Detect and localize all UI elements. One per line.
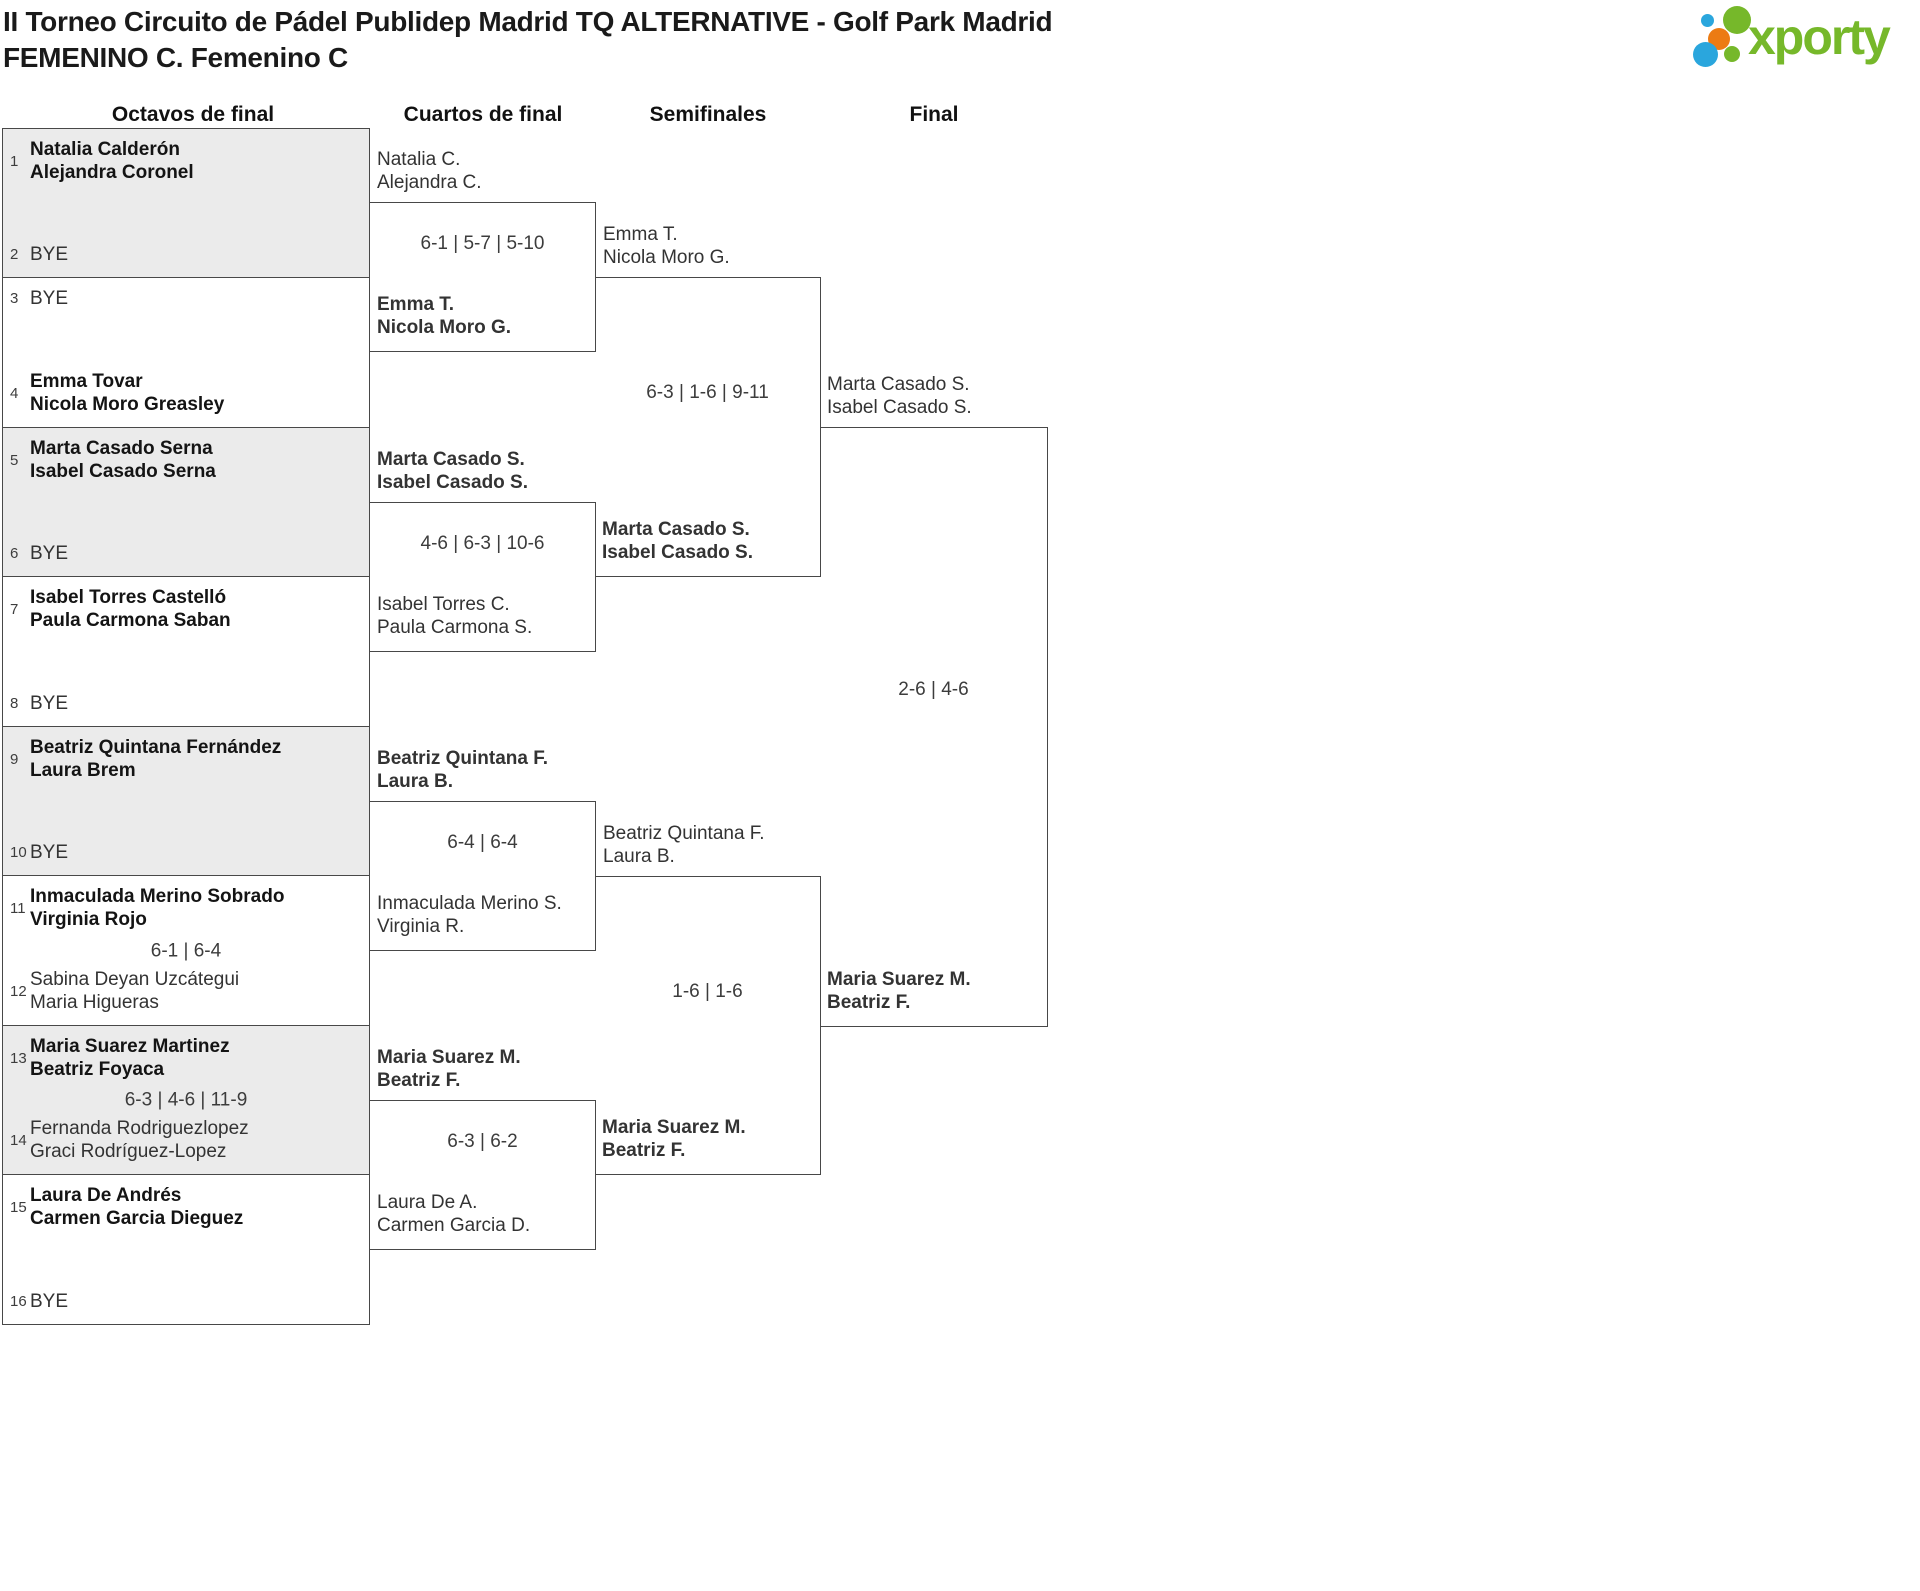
qf1-bottom-team-label: Emma T.Nicola Moro G.: [377, 294, 512, 338]
page-title: II Torneo Circuito de Pádel Publidep Mad…: [3, 4, 1053, 76]
team-names: BYE: [30, 842, 69, 863]
seed-number: 16: [10, 1293, 27, 1310]
qf3-bottom-team-label: Inmaculada Merino S.Virginia R.: [377, 893, 562, 937]
seed-number: 2: [10, 246, 19, 263]
qf4-top-team-label: Maria Suarez M.Beatriz F.: [377, 1047, 521, 1091]
r16-slot-3: 3 BYE: [10, 287, 364, 310]
team-names: BYE: [30, 244, 69, 265]
r16-slot-16: 16 BYE: [10, 1290, 364, 1313]
match-score: 2-6 | 4-6: [898, 679, 969, 700]
team-names: BYE: [30, 693, 69, 714]
qf2-bottom-team-label: Isabel Torres C.Paula Carmona S.: [377, 594, 533, 638]
qf1-top-team-label: Natalia C.Alejandra C.: [377, 149, 482, 193]
sf1-bottom-team-label: Marta Casado S.Isabel Casado S.: [602, 519, 754, 563]
round-header-semifinales: Semifinales: [649, 103, 767, 126]
seed-number: 11: [10, 899, 26, 917]
logo-dot-green-small-icon: [1724, 46, 1740, 62]
round-header-cuartos: Cuartos de final: [403, 103, 563, 126]
match-score: 6-3 | 1-6 | 9-11: [646, 382, 769, 403]
match-score: 4-6 | 6-3 | 10-6: [420, 533, 545, 554]
team-names: BYE: [30, 288, 69, 309]
seed-number: 8: [10, 695, 19, 712]
r16-slot-2: 2 BYE: [10, 243, 364, 266]
match-score: 6-3 | 6-2: [447, 1131, 518, 1152]
qf-match-2[interactable]: 4-6 | 6-3 | 10-6 Isabel Torres C.Paula C…: [369, 502, 596, 652]
logo-dot-green-large-icon: [1723, 6, 1751, 34]
qf-match-1[interactable]: 6-1 | 5-7 | 5-10 Emma T.Nicola Moro G.: [369, 202, 596, 352]
qf4-bottom-team-label: Laura De A.Carmen Garcia D.: [377, 1192, 531, 1236]
seed-number: 14: [10, 1131, 27, 1149]
logo-wordmark: xporty: [1748, 9, 1891, 65]
sf1-top-team-label: Emma T.Nicola Moro G.: [603, 224, 730, 268]
seed-number: 15: [10, 1198, 27, 1216]
seed-number: 10: [10, 844, 27, 861]
match-score: 6-4 | 6-4: [447, 832, 518, 853]
sf2-top-team-label: Beatriz Quintana F.Laura B.: [603, 823, 765, 867]
seed-number: 13: [10, 1049, 27, 1067]
seed-number: 12: [10, 982, 27, 1000]
r16-slot-6: 6 BYE: [10, 542, 364, 565]
round-header-final: Final: [909, 103, 959, 126]
seed-number: 1: [10, 152, 19, 170]
category-name: FEMENINO C. Femenino C: [3, 42, 348, 73]
team-names: BYE: [30, 1291, 69, 1312]
logo-dot-blue-large-icon: [1693, 42, 1718, 67]
sf2-bottom-team-label: Maria Suarez M.Beatriz F.: [602, 1117, 746, 1161]
match-score: 6-1 | 5-7 | 5-10: [420, 233, 545, 254]
seed-number: 5: [10, 451, 19, 469]
sf-match-2[interactable]: 1-6 | 1-6 Maria Suarez M.Beatriz F.: [595, 876, 821, 1175]
qf-match-4[interactable]: 6-3 | 6-2 Laura De A.Carmen Garcia D.: [369, 1100, 596, 1250]
sf-match-1[interactable]: 6-3 | 1-6 | 9-11 Marta Casado S.Isabel C…: [595, 277, 821, 577]
r16-slot-10: 10 BYE: [10, 841, 364, 864]
final-top-team-label: Marta Casado S.Isabel Casado S.: [827, 374, 972, 418]
qf2-top-team-label: Marta Casado S.Isabel Casado S.: [377, 449, 529, 493]
team-names: BYE: [30, 543, 69, 564]
match-score: 1-6 | 1-6: [672, 981, 743, 1002]
r16-slot-8: 8 BYE: [10, 692, 364, 715]
seed-number: 7: [10, 600, 19, 618]
qf3-top-team-label: Beatriz Quintana F.Laura B.: [377, 748, 549, 792]
tournament-name: II Torneo Circuito de Pádel Publidep Mad…: [3, 6, 1053, 37]
logo-dot-blue-small-icon: [1701, 14, 1714, 27]
final-match[interactable]: 2-6 | 4-6 Maria Suarez M.Beatriz F.: [820, 427, 1048, 1027]
match-score: 6-3 | 4-6 | 11-9: [124, 1089, 248, 1111]
seed-number: 6: [10, 545, 19, 562]
seed-number: 9: [10, 750, 19, 768]
round-header-octavos: Octavos de final: [111, 103, 275, 126]
qf-match-3[interactable]: 6-4 | 6-4 Inmaculada Merino S.Virginia R…: [369, 801, 596, 951]
match-score: 6-1 | 6-4: [150, 940, 222, 961]
final-winner-label: Maria Suarez M.Beatriz F.: [827, 969, 971, 1013]
seed-number: 4: [10, 384, 19, 402]
seed-number: 3: [10, 290, 19, 307]
